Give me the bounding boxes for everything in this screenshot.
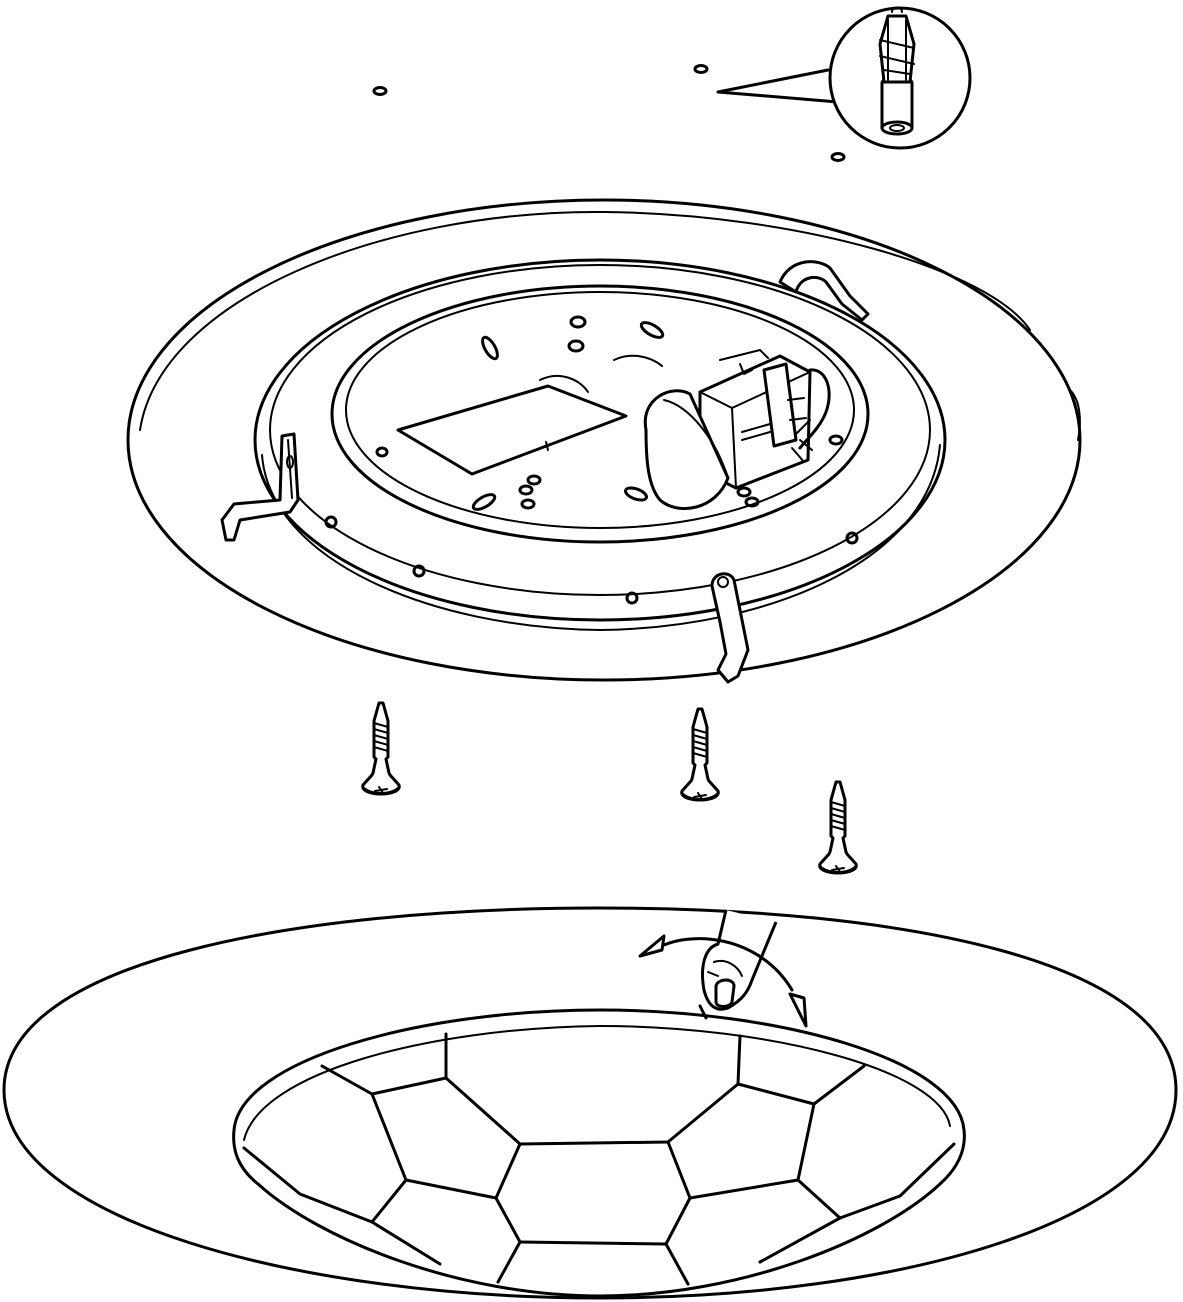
mounting-slot	[639, 321, 665, 339]
mounting-screws	[361, 701, 858, 875]
mounting-slot	[481, 335, 499, 361]
drill-hole	[693, 64, 709, 74]
screw-icon	[680, 707, 720, 802]
plate-hole	[828, 434, 844, 446]
plate-hole	[569, 315, 587, 329]
diffuser-shade	[2, 906, 1178, 1300]
shade-outer-rim	[2, 906, 1178, 1300]
anchor-plug-icon	[878, 6, 916, 136]
base-plate	[126, 198, 1082, 684]
mounting-slot	[624, 486, 648, 502]
rotate-arrow-icon	[638, 934, 808, 1028]
plate-hole	[567, 339, 585, 353]
ceiling-drill-holes	[372, 64, 846, 162]
screw-icon	[818, 780, 858, 875]
ring-hole	[412, 564, 426, 578]
drill-hole	[372, 86, 388, 96]
plate-hole	[375, 446, 389, 458]
spring-clip-icon	[220, 432, 300, 542]
drill-hole	[830, 152, 846, 162]
hand-icon	[698, 909, 778, 1020]
ring-hole	[845, 531, 859, 545]
ring-hole	[625, 591, 639, 605]
plate-hole	[520, 498, 536, 510]
spring-clip-icon	[778, 260, 870, 322]
spring-clip-icon	[710, 572, 750, 684]
plate-hole	[736, 486, 752, 498]
lamp-socket-icon	[643, 349, 831, 510]
wall-plug-callout	[716, 6, 972, 150]
shade-bowl-rim	[232, 1008, 966, 1132]
plate-hole	[744, 496, 760, 508]
callout-pointer	[716, 68, 840, 104]
shade-facets	[242, 1032, 956, 1286]
screw-icon	[361, 701, 401, 796]
ring-hole	[324, 515, 338, 529]
plate-hole	[518, 484, 534, 496]
mounting-slot	[471, 493, 497, 511]
plate-hole	[526, 474, 542, 486]
cable-cutout	[396, 384, 628, 476]
shade-bowl	[232, 1128, 966, 1298]
